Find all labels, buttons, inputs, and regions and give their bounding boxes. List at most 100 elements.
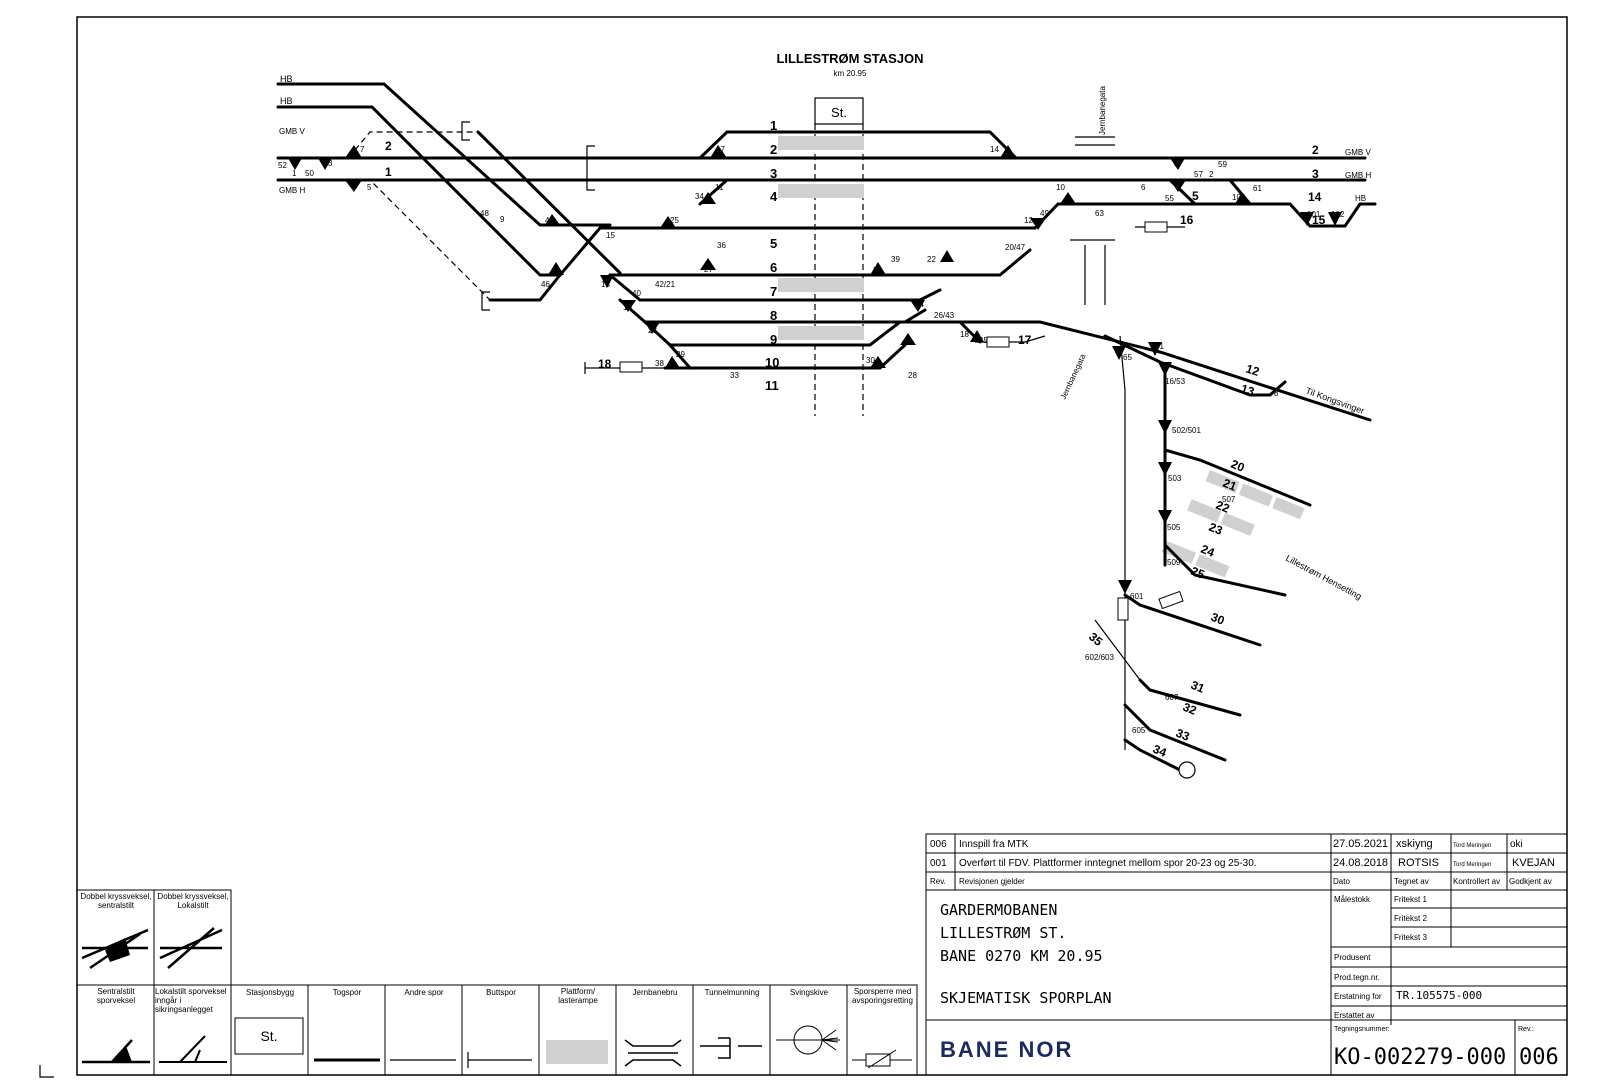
- station-building: [814, 97, 864, 125]
- label-jernbanegata: Jernbanegata: [1098, 86, 1107, 135]
- tunnel-mouth: [586, 145, 595, 191]
- switch-label: 16/53: [1165, 377, 1186, 386]
- label-12: 12: [1244, 362, 1261, 380]
- switch-label: 13: [601, 280, 610, 289]
- switch: [288, 158, 302, 170]
- switch: [700, 192, 716, 204]
- legend-turntable-rays: [776, 1029, 840, 1051]
- switch-label: 602/603: [1085, 653, 1114, 662]
- prod-no-label: Prod.tegn.nr.: [1334, 973, 1380, 982]
- rev-date: 24.08.2018: [1333, 857, 1388, 869]
- switch: [665, 356, 680, 368]
- switch-label: 59: [1218, 160, 1227, 169]
- switch-label: 17: [716, 145, 725, 154]
- switch-label: 5: [367, 183, 372, 192]
- switch: [345, 145, 362, 158]
- label-13: 13: [1239, 382, 1256, 400]
- label-2: 2: [1312, 143, 1319, 157]
- switch-label: 14: [990, 145, 999, 154]
- track-11: [668, 343, 692, 370]
- switch-label: 46: [541, 280, 550, 289]
- switch: [318, 158, 332, 170]
- switch: [1158, 420, 1172, 434]
- legend: Dobbel kryssveksel, sentralstilt Dobbel …: [76, 889, 918, 1076]
- track-label: 6: [770, 260, 777, 275]
- switch: [620, 300, 636, 312]
- free-text: Fritekst 1: [1394, 895, 1427, 904]
- yard-label: 31: [1189, 678, 1207, 696]
- drawing-frame: [76, 16, 1568, 1076]
- free-text: Fritekst 2: [1394, 914, 1427, 923]
- track-label: 9: [770, 332, 777, 347]
- title-block-frame: [925, 833, 1568, 1076]
- switch-label: 502/501: [1172, 426, 1201, 435]
- switch: [645, 322, 660, 334]
- header-applies: Revisjonen gjelder: [959, 877, 1025, 886]
- legend-label: Sentralstilt sporveksel: [96, 988, 136, 1005]
- replaces-value: TR.105575-000: [1396, 989, 1482, 1002]
- rev-date: 27.05.2021: [1333, 838, 1388, 850]
- label-15: 15: [1312, 213, 1326, 227]
- switch-label: 24: [915, 300, 924, 309]
- switch: [1158, 462, 1172, 476]
- track-main-east: [898, 320, 1372, 422]
- switch: [1030, 218, 1046, 230]
- header-checked: Kontrollert av: [1453, 877, 1500, 886]
- title-block: 006 Innspill fra MTK 27.05.2021 xskiyng …: [925, 833, 1568, 1076]
- project-line: BANE 0270 KM 20.95: [940, 947, 1103, 965]
- switch-label: 101: [1307, 210, 1321, 219]
- switch-label: 27: [704, 265, 713, 274]
- track-20: [1163, 370, 1312, 507]
- label-16: 16: [1180, 213, 1194, 227]
- legend-label: Plattform/ lasterampe: [558, 988, 598, 1005]
- legend-buffer-stop-icon: [467, 1052, 532, 1068]
- switch-label: 22: [927, 255, 936, 264]
- legend-switch-local-icon: [159, 1035, 227, 1063]
- switch-label: 45: [979, 336, 988, 345]
- rev-drawn: xskiyng: [1396, 838, 1433, 850]
- yard-label: 21: [1221, 476, 1239, 494]
- replaced-by-label: Erstattet av: [1334, 1011, 1374, 1020]
- switch: [1235, 192, 1250, 204]
- switch-label: 55: [1165, 194, 1174, 203]
- switch: [1112, 346, 1126, 360]
- track-5: [598, 202, 1377, 230]
- track-numbers: 1 2 3 4 5 6 7 8 9 10 11: [765, 118, 779, 393]
- legend-label: Togspor: [332, 988, 362, 997]
- switch-label: 509: [1167, 558, 1181, 567]
- label-hb: HB: [280, 74, 293, 84]
- switch-label: 34: [695, 192, 704, 201]
- switch: [1118, 580, 1132, 594]
- track-35: [1094, 619, 1141, 681]
- switch-label: 61: [1253, 184, 1262, 193]
- legend-station-symbol: St.: [260, 1028, 277, 1044]
- replaces-label: Erstatning for: [1334, 992, 1382, 1001]
- bane-nor-logo: BANE NOR: [940, 1037, 1073, 1062]
- switch: [870, 356, 886, 368]
- platform: [778, 326, 864, 340]
- drawing-number: KO-002279-000: [1334, 1045, 1506, 1070]
- track-7: [608, 273, 942, 302]
- station-building-label: St.: [831, 105, 847, 120]
- header-rev: Rev.: [930, 877, 946, 886]
- track-24-25: [1163, 543, 1287, 597]
- header-drawn: Tegnet av: [1394, 877, 1429, 886]
- track-diag: [476, 130, 622, 275]
- legend-label: Buttspor: [486, 988, 516, 997]
- switch: [600, 275, 614, 288]
- yard-label: 32: [1181, 700, 1199, 718]
- switch-label: 3: [328, 159, 333, 168]
- platform: [1220, 512, 1255, 536]
- track-33: [1123, 703, 1227, 762]
- platform: [1238, 483, 1274, 507]
- label-18: 18: [598, 357, 612, 371]
- yard-label: 25: [1189, 564, 1207, 582]
- track-1: [698, 130, 1018, 160]
- rev-approved: KVEJAN: [1512, 857, 1555, 869]
- legend-station-building-icon: [234, 1017, 304, 1055]
- platform: [778, 184, 864, 198]
- yard-numbers: 20 21 22 23 24 25 30 31 32 33 34 35: [1086, 457, 1247, 760]
- label-track-1: 1: [385, 165, 392, 179]
- switch-label: 4: [1174, 160, 1179, 169]
- switch-label: 51: [1155, 342, 1164, 351]
